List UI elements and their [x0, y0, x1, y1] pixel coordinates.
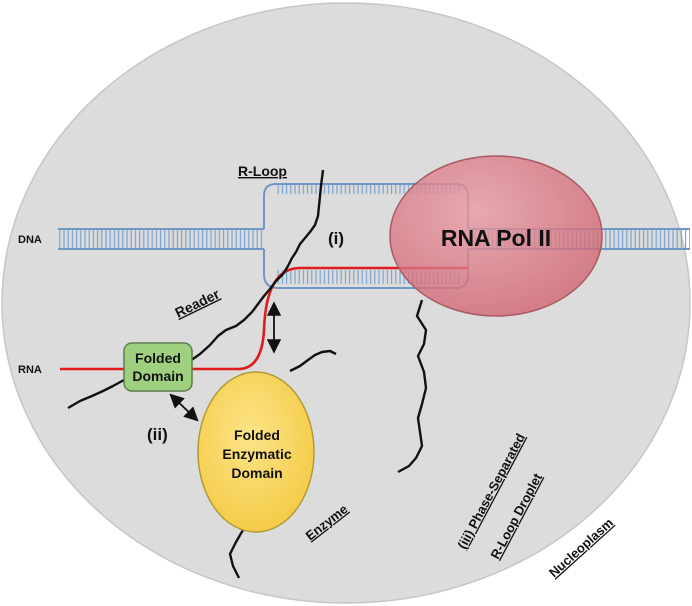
rna-strand — [60, 266, 468, 371]
r-loop-label: R-Loop — [238, 163, 287, 179]
rna-label: RNA — [18, 364, 42, 376]
folded-domain-label-line1: Folded — [135, 350, 181, 366]
rna-pol-ii — [389, 155, 603, 317]
pol-ii-ctd-chain — [397, 299, 428, 474]
folded-enzymatic-domain — [197, 371, 315, 533]
interaction-arrow-diagonal — [169, 393, 199, 422]
enzyme-disordered-chain-upper — [289, 349, 337, 373]
rna-pol-ii-label: RNA Pol II — [441, 225, 551, 251]
enzymatic-domain-label-line3: Domain — [231, 465, 282, 481]
dna-label: DNA — [18, 234, 42, 246]
folded-domain-box — [123, 342, 193, 392]
marker-ii: (ii) — [147, 425, 168, 444]
folded-domain-label-line2: Domain — [132, 368, 183, 384]
enzymatic-domain-label-line2: Enzymatic — [222, 446, 291, 462]
marker-i: (i) — [328, 229, 344, 248]
dna-duplex-left — [58, 228, 264, 250]
enzyme-disordered-chain-lower — [228, 529, 245, 579]
enzymatic-domain-label-line1: Folded — [234, 427, 280, 443]
